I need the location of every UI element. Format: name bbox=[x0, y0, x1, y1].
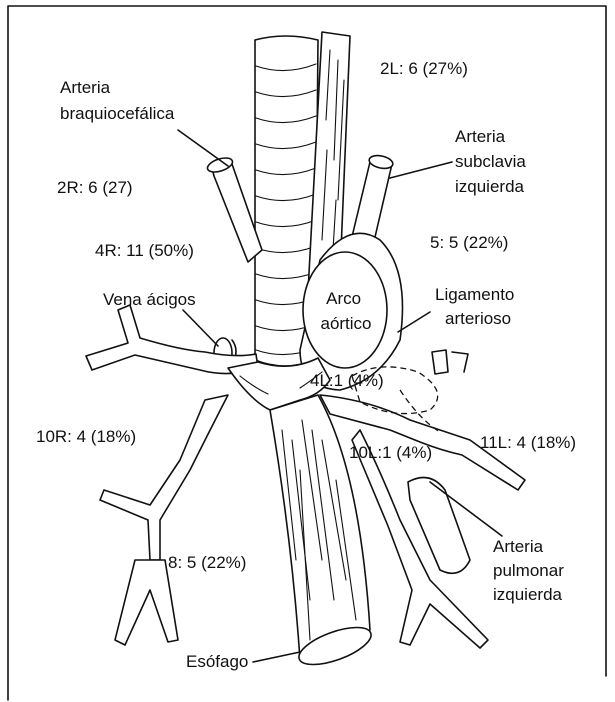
label-station-4r: 4R: 11 (50%) bbox=[95, 241, 194, 260]
label-esofago: Esófago bbox=[186, 652, 248, 671]
label-station-8: 8: 5 (22%) bbox=[168, 553, 246, 572]
label-station-10l: 10L:1 (4%) bbox=[349, 443, 432, 462]
label-vena-acigos: Vena ácigos bbox=[103, 290, 196, 309]
label-station-11l: 11L: 4 (18%) bbox=[480, 433, 576, 452]
label-station-2r: 2R: 6 (27) bbox=[57, 178, 133, 197]
label-station-2l: 2L: 6 (27%) bbox=[380, 59, 468, 78]
label-arteria-subclavia-izquierda: Arteria subclavia izquierda bbox=[455, 127, 531, 196]
label-ligamento-arterioso: Ligamento arterioso bbox=[435, 285, 519, 328]
brachiocephalic-artery bbox=[206, 155, 262, 262]
label-arteria-braquiocefalica: Arteria braquiocefálica bbox=[60, 78, 175, 123]
label-station-4l: 4L:1 (4%) bbox=[310, 371, 384, 390]
label-station-10r: 10R: 4 (18%) bbox=[36, 427, 136, 446]
label-arteria-pulmonar-izquierda: Arteria pulmonar izquierda bbox=[493, 537, 569, 604]
label-station-5: 5: 5 (22%) bbox=[430, 233, 508, 252]
right-bronchial-tree bbox=[86, 305, 258, 645]
